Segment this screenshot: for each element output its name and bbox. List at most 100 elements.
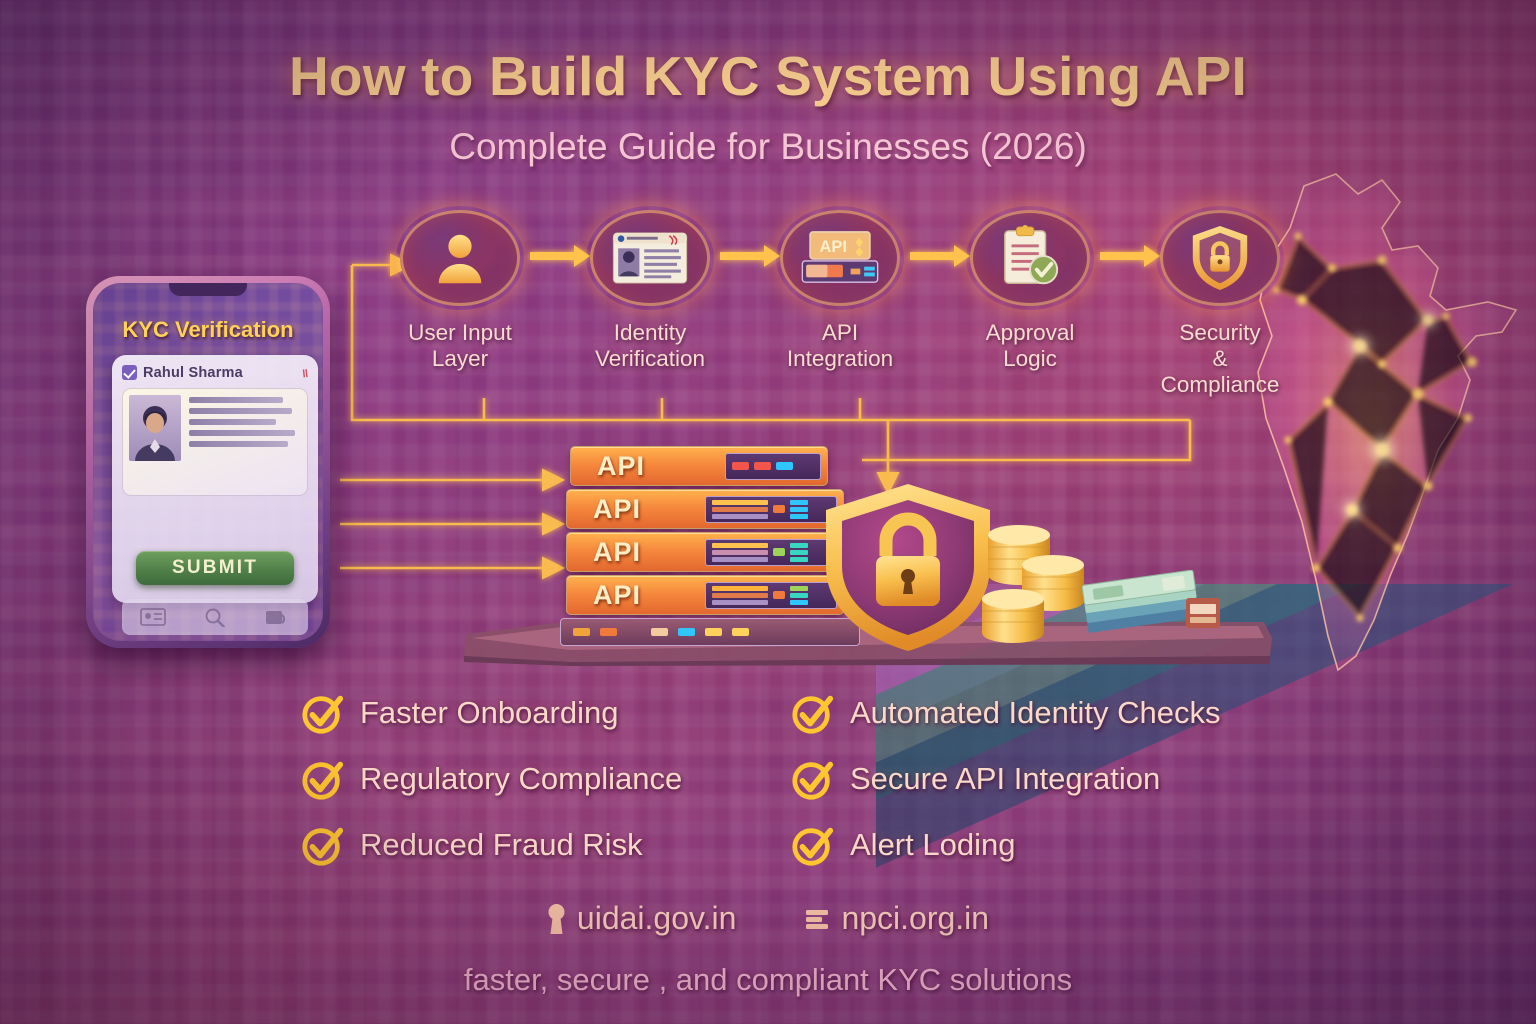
benefit-item: Automated Identity Checks — [790, 690, 1220, 736]
benefit-label: Secure API Integration — [850, 761, 1161, 796]
benefit-item: Alert Loding — [790, 822, 1015, 868]
footer-tagline: faster, secure , and compliant KYC solut… — [463, 962, 1073, 997]
api-rack: API — [566, 532, 844, 572]
api-rack-label: API — [593, 493, 642, 524]
shield-padlock-icon — [826, 484, 990, 651]
user-name: Rahul Sharma — [143, 364, 243, 381]
api-rack: API — [566, 575, 844, 615]
flow-step-label-line2: Verification — [594, 346, 706, 372]
verified-checkbox-icon — [122, 365, 137, 380]
clipboard-check-icon — [1004, 225, 1059, 285]
api-rack-label: API — [593, 579, 642, 610]
benefit-label: Faster Onboarding — [360, 695, 619, 730]
flow-step-identity-verification[interactable]: Identity Verification — [586, 206, 714, 372]
benefit-label: Reduced Fraud Risk — [360, 827, 643, 862]
flow-step-label-line1: Identity — [613, 320, 687, 345]
bars-icon — [806, 909, 829, 929]
page-subtitle: Complete Guide for Businesses (2026) — [449, 126, 1087, 167]
flow-step-label-line2: Logic — [1003, 346, 1057, 372]
flow-bubble — [586, 206, 714, 310]
server-base-unit — [560, 618, 860, 646]
rack-panel — [725, 452, 821, 480]
user-name-row: Rahul Sharma ॥ — [122, 364, 309, 381]
link-label: npci.org.in — [841, 900, 990, 936]
api-rack: API — [570, 446, 828, 486]
user-avatar-icon — [438, 234, 482, 284]
benefit-item: Secure API Integration — [790, 756, 1160, 802]
wallet-icon[interactable] — [264, 607, 290, 627]
id-line — [189, 441, 288, 447]
process-flow: User Input Layer — [396, 206, 1286, 398]
benefit-item: Faster Onboarding — [300, 690, 790, 736]
check-circle-icon — [302, 761, 344, 800]
benefits-row: Regulatory Compliance Secure API Integra… — [300, 756, 1310, 822]
app-title: KYC Verification — [122, 317, 294, 342]
shield-lock-icon — [1192, 225, 1248, 291]
footer-links: uidai.gov.in npci.org.in — [0, 900, 1536, 937]
api-rack-label: API — [593, 536, 642, 567]
page-title: How to Build KYC System Using API — [289, 45, 1247, 107]
link-npci[interactable]: npci.org.in — [804, 900, 989, 937]
flow-step-api-integration[interactable]: API API Integration — [776, 206, 904, 372]
benefit-label: Automated Identity Checks — [850, 695, 1221, 730]
flow-bubble — [1156, 206, 1284, 310]
phone-screen[interactable]: KYC Verification Rahul Sharma ॥ — [93, 283, 323, 641]
check-circle-icon — [792, 827, 834, 866]
id-text-lines — [189, 395, 301, 489]
flow-step-label: Identity Verification — [586, 320, 714, 372]
id-card-icon[interactable] — [140, 607, 166, 627]
flow-step-label: Approval Logic — [966, 320, 1094, 372]
benefit-label: Alert Loding — [850, 827, 1016, 862]
benefit-item: Reduced Fraud Risk — [300, 822, 790, 868]
flow-step-approval-logic[interactable]: Approval Logic — [966, 206, 1094, 372]
benefits-row: Reduced Fraud Risk Alert Loding — [300, 822, 1310, 888]
submit-button[interactable]: SUBMIT — [136, 551, 294, 585]
bottom-nav — [122, 599, 308, 635]
check-circle-icon — [302, 827, 344, 866]
flow-step-label: Security & Compliance — [1156, 320, 1284, 398]
check-circle-icon — [302, 695, 344, 734]
benefits-row: Faster Onboarding Automated Identity Che… — [300, 690, 1310, 756]
gov-emblem-icon: ॥ — [300, 365, 309, 381]
flow-bubble: API — [776, 206, 904, 310]
benefits-list: Faster Onboarding Automated Identity Che… — [300, 690, 1310, 888]
benefit-label: Regulatory Compliance — [360, 761, 683, 796]
flow-step-label-line1: Security — [1179, 320, 1261, 345]
flow-step-label-line2: Layer — [431, 346, 489, 372]
kyc-card: Rahul Sharma ॥ — [112, 355, 318, 635]
link-uidai[interactable]: uidai.gov.in — [547, 900, 737, 937]
api-rack: API — [566, 489, 844, 529]
flow-bubble — [966, 206, 1094, 310]
flow-step-security-compliance[interactable]: Security & Compliance — [1156, 206, 1284, 398]
link-label: uidai.gov.in — [576, 900, 737, 936]
flow-step-label: API Integration — [776, 320, 904, 372]
phone-notch — [169, 283, 247, 296]
id-card-icon — [612, 232, 688, 284]
flow-step-user-input[interactable]: User Input Layer — [396, 206, 524, 372]
phone-mockup: KYC Verification Rahul Sharma ॥ — [86, 276, 330, 648]
flow-step-label-line2: Integration — [786, 346, 894, 372]
check-circle-icon — [792, 761, 834, 800]
id-photo — [129, 395, 181, 461]
check-circle-icon — [792, 695, 834, 734]
flow-step-label-line1: User Input — [408, 320, 512, 345]
svg-text:API: API — [820, 238, 847, 256]
id-line — [189, 430, 296, 436]
api-server-stack: API API — [560, 446, 860, 646]
id-line — [189, 419, 277, 425]
id-line — [189, 397, 284, 403]
flow-step-label-line1: API — [821, 320, 859, 345]
id-document — [122, 388, 308, 496]
phone-body: KYC Verification Rahul Sharma ॥ — [86, 276, 330, 648]
benefit-item: Regulatory Compliance — [300, 756, 790, 802]
search-icon[interactable] — [202, 607, 228, 627]
api-rack-label: API — [597, 450, 646, 481]
flow-bubble — [396, 206, 524, 310]
flow-step-label-line2: & Compliance — [1160, 346, 1280, 398]
keyhole-icon — [548, 903, 565, 934]
api-server-panel-icon: API — [801, 231, 879, 283]
flow-step-label-line1: Approval — [985, 320, 1075, 345]
banknotes-icon — [1082, 570, 1220, 633]
id-line — [189, 408, 293, 414]
